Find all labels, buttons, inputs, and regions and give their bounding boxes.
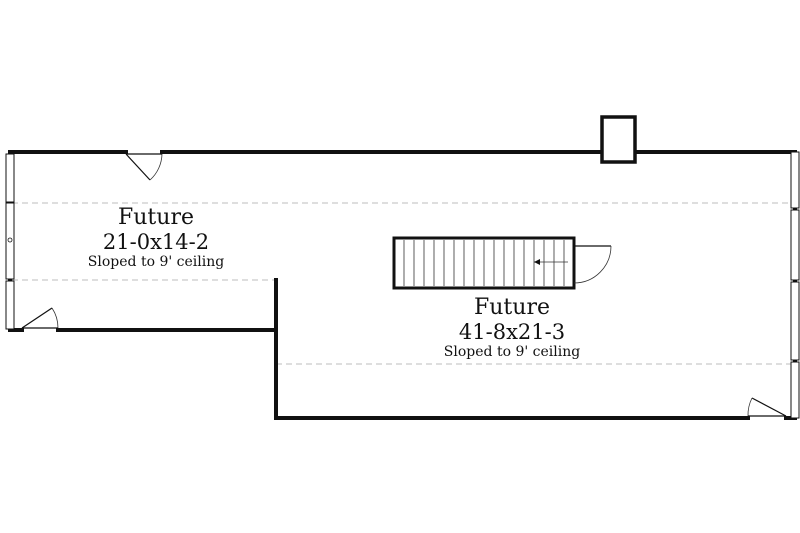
room-name: Future: [118, 205, 194, 230]
room-note: Sloped to 9' ceiling: [443, 344, 581, 360]
window-left-top: [5, 153, 15, 203]
window-right-bottom: [790, 361, 800, 419]
door-top: [125, 153, 163, 181]
window-right-middle: [790, 281, 800, 361]
window-right-top: [790, 151, 800, 209]
door-lower-right: [747, 397, 787, 417]
room-dimensions: 21-0x14-2: [102, 230, 210, 254]
room-label-right: Future 41-8x21-3 Sloped to 9' ceiling: [396, 295, 628, 360]
room-dimensions: 41-8x21-3: [458, 320, 566, 344]
door-lower-left: [21, 307, 59, 329]
stair-arrow-icon: [534, 259, 540, 265]
window-right-upper: [790, 209, 800, 281]
room-name: Future: [474, 295, 550, 320]
room-label-left: Future 21-0x14-2 Sloped to 9' ceiling: [40, 205, 272, 270]
window-left-bottom: [5, 280, 15, 330]
staircase: [392, 236, 612, 290]
chimney: [600, 115, 637, 164]
room-note: Sloped to 9' ceiling: [87, 254, 225, 270]
